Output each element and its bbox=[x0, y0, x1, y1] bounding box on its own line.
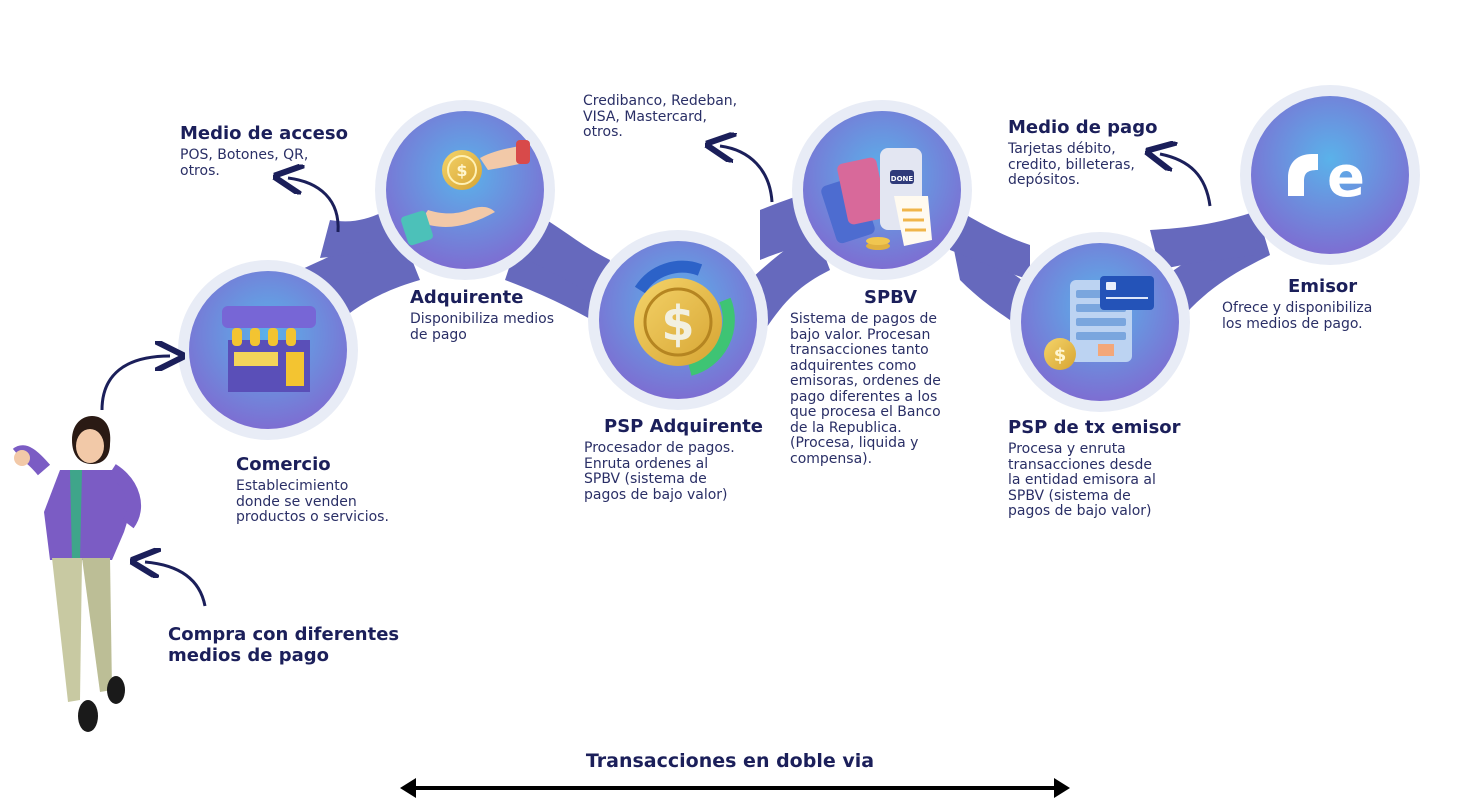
node-desc-line: pagos de bajo valor) bbox=[1008, 504, 1208, 520]
node-label-adquirente: Adquirente Disponibiliza medios de pago bbox=[410, 287, 600, 343]
node-desc-line: que procesa el Banco bbox=[790, 405, 980, 421]
callout-title: Compra con diferentes medios de pago bbox=[168, 624, 418, 666]
svg-text:$: $ bbox=[1054, 345, 1067, 366]
node-desc-line: compensa). bbox=[790, 452, 980, 468]
callout-desc-line: Tarjetas débito, bbox=[1008, 142, 1208, 158]
node-desc-line: adquirentes como bbox=[790, 359, 980, 375]
arrow-to-comercio bbox=[102, 356, 170, 410]
svg-text:$: $ bbox=[456, 161, 467, 180]
node-desc: Disponibiliza medios de pago bbox=[410, 312, 600, 343]
node-circle-adquirente bbox=[375, 100, 555, 280]
node-label-psp-adquirente: PSP Adquirente Procesador de pagos. Enru… bbox=[584, 416, 784, 503]
node-desc-line: SPBV (sistema de bbox=[584, 472, 784, 488]
node-desc-line: Ofrece y disponibiliza bbox=[1222, 301, 1442, 317]
node-desc-line: transacciones desde bbox=[1008, 458, 1208, 474]
node-label-comercio: Comercio Establecimiento donde se venden… bbox=[236, 454, 456, 526]
node-title: Adquirente bbox=[410, 287, 600, 309]
storefront-icon bbox=[222, 306, 316, 392]
callout-desc-line: otros. bbox=[583, 125, 783, 141]
node-desc: Establecimiento donde se venden producto… bbox=[236, 479, 456, 526]
double-arrow-icon bbox=[400, 774, 1070, 800]
callout-desc: POS, Botones, QR, otros. bbox=[180, 148, 380, 179]
callout-desc-line: VISA, Mastercard, bbox=[583, 110, 783, 126]
node-desc-line: la entidad emisora al bbox=[1008, 473, 1208, 489]
node-title: SPBV bbox=[864, 287, 980, 309]
callout-compra: Compra con diferentes medios de pago bbox=[168, 624, 418, 666]
node-desc-line: pagos de bajo valor) bbox=[584, 488, 784, 504]
callout-medio-acceso: Medio de acceso POS, Botones, QR, otros. bbox=[180, 123, 380, 179]
node-title: PSP de tx emisor bbox=[1008, 417, 1208, 439]
footer-title: Transacciones en doble via bbox=[560, 750, 900, 772]
node-desc-line: pago diferentes a los bbox=[790, 390, 980, 406]
node-desc-line: SPBV (sistema de bbox=[1008, 489, 1208, 505]
node-label-emisor: Emisor Ofrece y disponibiliza los medios… bbox=[1222, 276, 1442, 332]
node-label-spbv: SPBV Sistema de pagos de bajo valor. Pro… bbox=[790, 287, 980, 467]
node-desc-line: de la Republica. bbox=[790, 421, 980, 437]
callout-desc-line: POS, Botones, QR, bbox=[180, 148, 380, 164]
callout-redes: Credibanco, Redeban, VISA, Mastercard, o… bbox=[583, 91, 783, 141]
node-desc-line: (Procesa, liquida y bbox=[790, 436, 980, 452]
svg-text:DONE: DONE bbox=[891, 175, 914, 183]
callout-medio-pago: Medio de pago Tarjetas débito, credito, … bbox=[1008, 117, 1208, 189]
callout-title: Medio de pago bbox=[1008, 117, 1208, 139]
node-title: Emisor bbox=[1288, 276, 1442, 298]
node-desc-line: productos o servicios. bbox=[236, 510, 456, 526]
node-desc-line: Procesador de pagos. bbox=[584, 441, 784, 457]
node-label-psp-emisor: PSP de tx emisor Procesa y enruta transa… bbox=[1008, 417, 1208, 520]
node-desc-line: de pago bbox=[410, 328, 600, 344]
node-desc-line: Procesa y enruta bbox=[1008, 442, 1208, 458]
callout-desc-line: otros. bbox=[180, 164, 380, 180]
svg-text:e: e bbox=[1327, 145, 1365, 210]
node-desc-line: emisoras, ordenes de bbox=[790, 374, 980, 390]
callout-desc-line: depósitos. bbox=[1008, 173, 1208, 189]
callout-desc: Credibanco, Redeban, VISA, Mastercard, o… bbox=[583, 94, 783, 141]
node-desc: Procesa y enruta transacciones desde la … bbox=[1008, 442, 1208, 520]
node-desc: Procesador de pagos. Enruta ordenes al S… bbox=[584, 441, 784, 503]
node-desc-line: Sistema de pagos de bbox=[790, 312, 980, 328]
node-desc-line: Establecimiento bbox=[236, 479, 456, 495]
node-desc-line: donde se venden bbox=[236, 495, 456, 511]
node-title: PSP Adquirente bbox=[604, 416, 784, 438]
node-desc-line: los medios de pago. bbox=[1222, 317, 1442, 333]
node-desc: Ofrece y disponibiliza los medios de pag… bbox=[1222, 301, 1442, 332]
arrow-redes bbox=[720, 146, 772, 202]
callout-desc-line: Credibanco, Redeban, bbox=[583, 94, 783, 110]
person-figure bbox=[14, 416, 134, 732]
node-desc-line: Disponibiliza medios bbox=[410, 312, 600, 328]
node-title: Comercio bbox=[236, 454, 456, 476]
arrow-to-person bbox=[145, 562, 205, 606]
svg-text:$: $ bbox=[661, 296, 694, 352]
callout-desc: Tarjetas débito, credito, billeteras, de… bbox=[1008, 142, 1208, 189]
node-desc-line: Enruta ordenes al bbox=[584, 457, 784, 473]
callout-title: Medio de acceso bbox=[180, 123, 380, 145]
node-desc-line: bajo valor. Procesan bbox=[790, 328, 980, 344]
callout-desc-line: credito, billeteras, bbox=[1008, 158, 1208, 174]
node-desc-line: transacciones tanto bbox=[790, 343, 980, 359]
node-desc: Sistema de pagos de bajo valor. Procesan… bbox=[790, 312, 980, 467]
